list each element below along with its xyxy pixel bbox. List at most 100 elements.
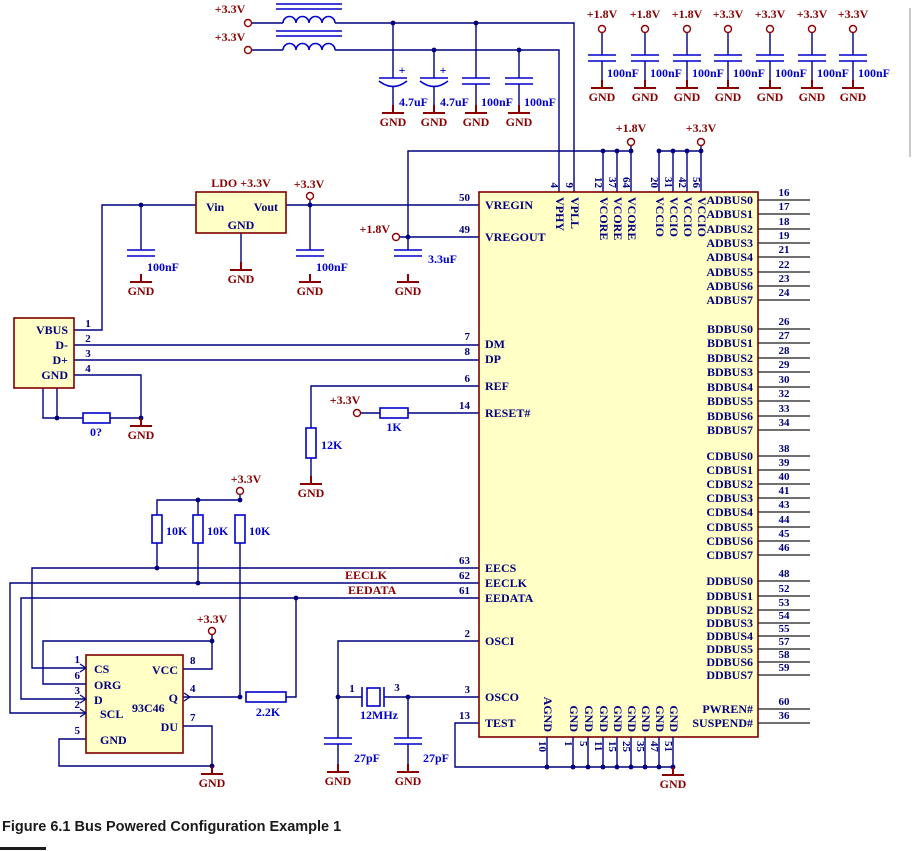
ic-pin-name: AGND — [541, 697, 555, 733]
capacitor-curved-plate — [419, 80, 449, 88]
junction-dot — [237, 694, 243, 700]
junction-dot — [431, 47, 437, 53]
gnd-label: GND — [799, 90, 826, 104]
ic-pin-number: 63 — [459, 555, 471, 567]
net-label-eeclk: EECLK — [345, 568, 388, 582]
resistor-value: 0? — [90, 425, 102, 439]
power-terminal — [235, 486, 245, 496]
junction-dot — [138, 202, 144, 208]
ic-pin-name: ADBUS6 — [706, 279, 753, 293]
resistor-value: 10K — [166, 524, 188, 538]
ic-pin-number: 6 — [465, 373, 471, 385]
ic-pin-name: VPHY — [553, 197, 567, 231]
ic-pin-number: 32 — [779, 388, 791, 400]
ic-pin-number: 25 — [620, 741, 632, 753]
usb-connector-body — [13, 317, 75, 389]
ic-pin-number: 39 — [779, 457, 791, 469]
eeprom-body — [85, 654, 184, 754]
ic-pin-number: 40 — [779, 471, 791, 483]
junction-dot — [237, 497, 243, 503]
ic-pin-number: 20 — [648, 177, 660, 189]
resistor-value: 10K — [207, 524, 229, 538]
resistor — [234, 514, 246, 544]
eeprom-pin-number: 8 — [190, 655, 196, 667]
ic-pin-number: 31 — [662, 177, 674, 188]
signal-arrows — [79, 663, 192, 718]
ic-pin-number: 12 — [592, 177, 604, 189]
gnd-label: GND — [298, 486, 325, 500]
ic-pin-name: BDBUS0 — [707, 322, 753, 336]
power-terminal — [723, 24, 733, 34]
ic-pin-name: DDBUS5 — [706, 642, 753, 656]
ic-pin-name: DP — [485, 352, 501, 366]
ic-pin-name: VCCIO — [681, 197, 695, 237]
junction-dot — [307, 202, 313, 208]
eeprom-pin-number: 7 — [190, 712, 196, 724]
ic-pin-name: ADBUS4 — [706, 250, 753, 264]
ic-pin-number: 47 — [648, 741, 660, 753]
eeprom-pin-name: GND — [100, 733, 127, 747]
eeprom-pin-number: 6 — [75, 670, 81, 682]
gnd-label: GND — [325, 774, 352, 788]
ic-pin-number: 21 — [779, 244, 790, 256]
ic-pin-name: ADBUS0 — [706, 193, 753, 207]
ic-pin-name: GND — [653, 705, 667, 732]
junction-dot — [390, 20, 396, 26]
ic-pin-number: 18 — [779, 216, 791, 228]
gnd-label: GND — [128, 284, 155, 298]
ic-pin-number: 60 — [779, 696, 791, 708]
ic-pin-name: GND — [567, 705, 581, 732]
ic-pin-number: 41 — [779, 485, 790, 497]
ic-pin-name: BDBUS6 — [707, 409, 753, 423]
power-terminal — [626, 137, 636, 147]
wire-net — [9, 22, 702, 768]
capacitor-value: 100nF — [650, 66, 682, 80]
power-label: +3.3V — [797, 7, 828, 21]
junction-dot — [473, 20, 479, 26]
usb-pin-number: 4 — [85, 363, 91, 375]
ic-pin-name: OSCO — [485, 690, 519, 704]
junction-dot — [670, 148, 676, 154]
power-label: +1.8V — [587, 7, 618, 21]
eeprom-pin-name: CS — [94, 662, 110, 676]
ic-pin-name: VCORE — [625, 197, 639, 240]
power-terminal — [682, 24, 692, 34]
capacitor-value: 100nF — [692, 66, 724, 80]
ic-pin-name: REF — [485, 379, 509, 393]
eeprom-pin-name: SCL — [100, 707, 123, 721]
ic-pin-number: 22 — [779, 259, 791, 271]
junction-dot — [209, 638, 215, 644]
ic-pin-number: 50 — [459, 192, 471, 204]
gnd-label: GND — [395, 774, 422, 788]
ic-pin-number: 1 — [562, 741, 574, 747]
polarity-plus: + — [399, 63, 406, 77]
gnd-label: GND — [715, 90, 742, 104]
usb-pin-name: D+ — [52, 353, 68, 367]
resistor — [82, 412, 111, 424]
gnd-label: GND — [421, 115, 448, 129]
ic-pin-number: 51 — [662, 741, 674, 752]
eeprom-pin-name: ORG — [94, 678, 121, 692]
power-label: +1.8V — [630, 7, 661, 21]
power-terminal — [352, 408, 362, 418]
ic-pin-name: ADBUS2 — [706, 222, 753, 236]
junction-dot — [656, 148, 662, 154]
gnd-label: GND — [463, 115, 490, 129]
usb-pin-name: VBUS — [36, 323, 68, 337]
gnd-label: GND — [228, 272, 255, 286]
ic-pin-number: 45 — [779, 528, 791, 540]
ic-pin-number: 54 — [779, 610, 791, 622]
junction-dot — [335, 694, 341, 700]
ic-pin-name: GND — [582, 705, 596, 732]
eeprom-pin-name: VCC — [152, 663, 178, 677]
ic-pin-name: TEST — [485, 716, 516, 730]
ic-pin-number: 56 — [690, 177, 702, 189]
ic-pin-name: BDBUS1 — [707, 336, 753, 350]
gnd-label: GND — [674, 90, 701, 104]
ldo-title: LDO +3.3V — [211, 176, 271, 190]
ic-pin-name: BDBUS4 — [707, 380, 753, 394]
ic-pin-name: BDBUS5 — [707, 394, 753, 408]
usb-pin-number: 3 — [85, 348, 91, 360]
capacitor-value: 100nF — [775, 66, 807, 80]
